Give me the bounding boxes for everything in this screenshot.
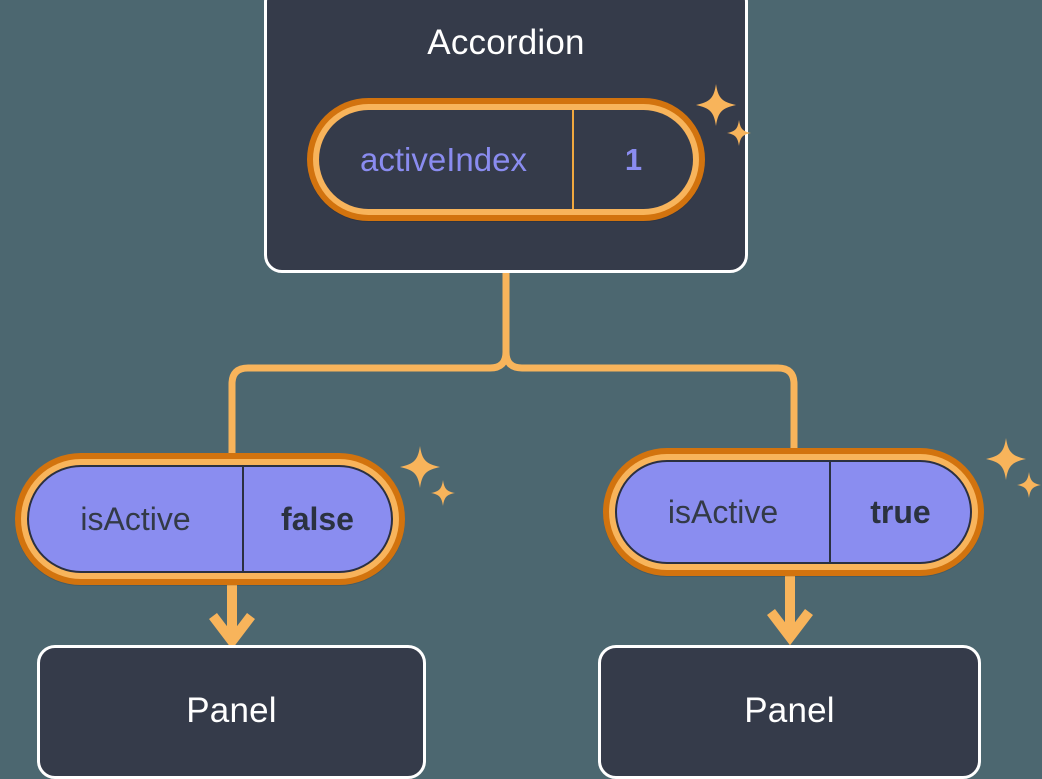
connector-tree-trunk [228, 269, 510, 459]
state-pill-key: activeIndex [360, 140, 527, 178]
panel-card-left[interactable]: Panel [37, 645, 426, 779]
prop-pill-value: false [242, 467, 391, 571]
pill-inner-ring: isActive true [609, 454, 978, 570]
pill-body: isActive false [27, 465, 393, 573]
state-pill-active-index[interactable]: activeIndex 1 [307, 98, 705, 221]
state-pill-value: 1 [572, 110, 693, 209]
pill-body: activeIndex 1 [319, 110, 693, 209]
sparkle-left-icon [396, 446, 458, 516]
prop-pill-key: isActive [667, 493, 779, 530]
prop-pill-is-active-left[interactable]: isActive false [15, 453, 405, 585]
panel-card-right-title: Panel [744, 691, 835, 730]
prop-pill-is-active-right[interactable]: isActive true [603, 448, 984, 576]
sparkle-small-icon [431, 480, 455, 506]
pill-inner-ring: isActive false [21, 459, 399, 579]
connector-tree-branch-right [502, 348, 798, 454]
sparkle-small-icon [1017, 472, 1041, 498]
pill-body: isActive true [615, 460, 972, 564]
panel-card-right[interactable]: Panel [598, 645, 981, 779]
accordion-card-title: Accordion [427, 23, 585, 62]
prop-pill-key: isActive [80, 500, 191, 537]
pill-inner-ring: activeIndex 1 [313, 104, 699, 215]
sparkle-large-icon [400, 446, 440, 488]
sparkle-large-icon [986, 438, 1026, 480]
connector-arrow-left-head [209, 612, 255, 650]
connector-arrow-right-head [767, 608, 813, 646]
sparkle-right-icon [984, 438, 1042, 508]
panel-card-left-title: Panel [186, 691, 277, 730]
prop-pill-value: true [829, 462, 970, 562]
